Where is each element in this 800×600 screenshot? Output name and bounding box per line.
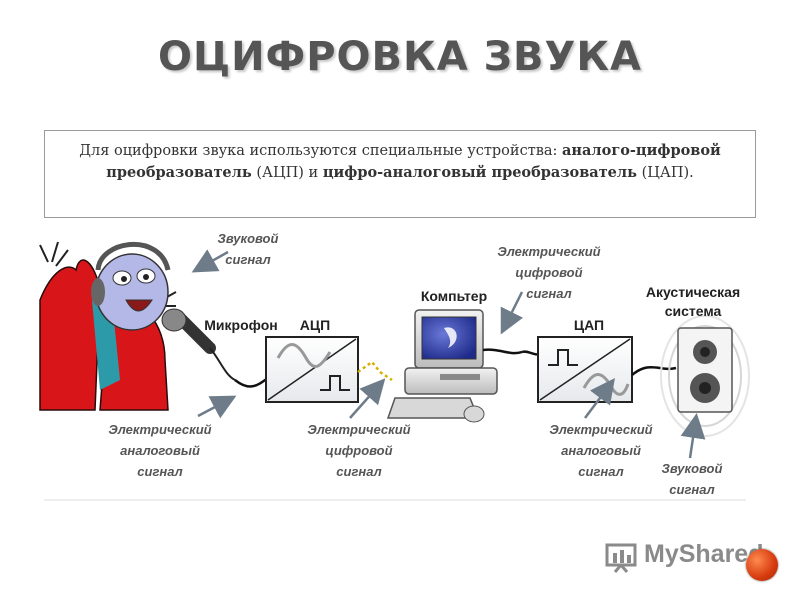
singer-illustration — [39, 241, 236, 411]
label-acoustic-system: Акустическая система — [634, 283, 752, 321]
label-line: сигнал — [526, 286, 572, 301]
myshared-logo: MyShared — [644, 540, 763, 569]
intro-text-3: (ЦАП). — [636, 165, 694, 181]
label-line: Акустическая — [645, 284, 741, 300]
label-line: система — [664, 303, 722, 319]
label-adc: АЦП — [299, 317, 331, 333]
intro-text-box: Для оцифровки звука используются специал… — [44, 130, 756, 218]
label-sound-signal-top: Звуковой сигнал — [208, 228, 288, 270]
myshared-logo-icon — [605, 543, 637, 573]
label-line: сигнал — [137, 464, 183, 479]
label-line: сигнал — [669, 482, 715, 497]
dac-box — [537, 336, 633, 403]
label-line: Электрический — [108, 422, 212, 437]
label-line: сигнал — [336, 464, 382, 479]
label-line: Электрический — [497, 244, 601, 259]
speaker-illustration — [660, 315, 750, 437]
label-line: Электрический — [549, 422, 653, 437]
label-analog-signal-right: Электрический аналоговый сигнал — [536, 419, 666, 482]
label-line: сигнал — [225, 252, 271, 267]
arrows — [191, 249, 706, 459]
intro-term-dac: цифро-аналоговый преобразователь — [322, 164, 637, 181]
label-digital-signal-top: Электрический цифровой сигнал — [484, 241, 614, 304]
label-microphone: Микрофон — [204, 317, 278, 333]
intro-text-1: Для оцифровки звука используются специал… — [79, 143, 563, 159]
computer-illustration — [386, 309, 523, 423]
label-line: Электрический — [307, 422, 411, 437]
adc-box — [265, 336, 359, 403]
page-title: ОЦИФРОВКА ЗВУКА — [157, 34, 643, 80]
label-digital-signal-bottom: Электрический цифровой сигнал — [294, 419, 424, 482]
label-computer: Компьтер — [420, 288, 488, 304]
label-sound-signal-bottom: Звуковой сигнал — [652, 458, 732, 500]
label-line: цифровой — [515, 265, 583, 280]
label-line: аналоговый — [561, 443, 641, 458]
label-line: Звуковой — [661, 461, 723, 476]
label-line: цифровой — [325, 443, 393, 458]
intro-text-2: (АЦП) и — [251, 165, 323, 181]
label-line: сигнал — [578, 464, 624, 479]
label-analog-signal-left: Электрический аналоговый сигнал — [95, 419, 225, 482]
logo-text: MyShared — [644, 540, 764, 568]
logo-circle-button[interactable] — [746, 549, 778, 581]
label-line: Звуковой — [217, 231, 279, 246]
label-dac: ЦАП — [573, 317, 605, 333]
label-line: аналоговый — [120, 443, 200, 458]
intro-term-adc: аналого-цифровой преобразователь — [106, 142, 721, 181]
